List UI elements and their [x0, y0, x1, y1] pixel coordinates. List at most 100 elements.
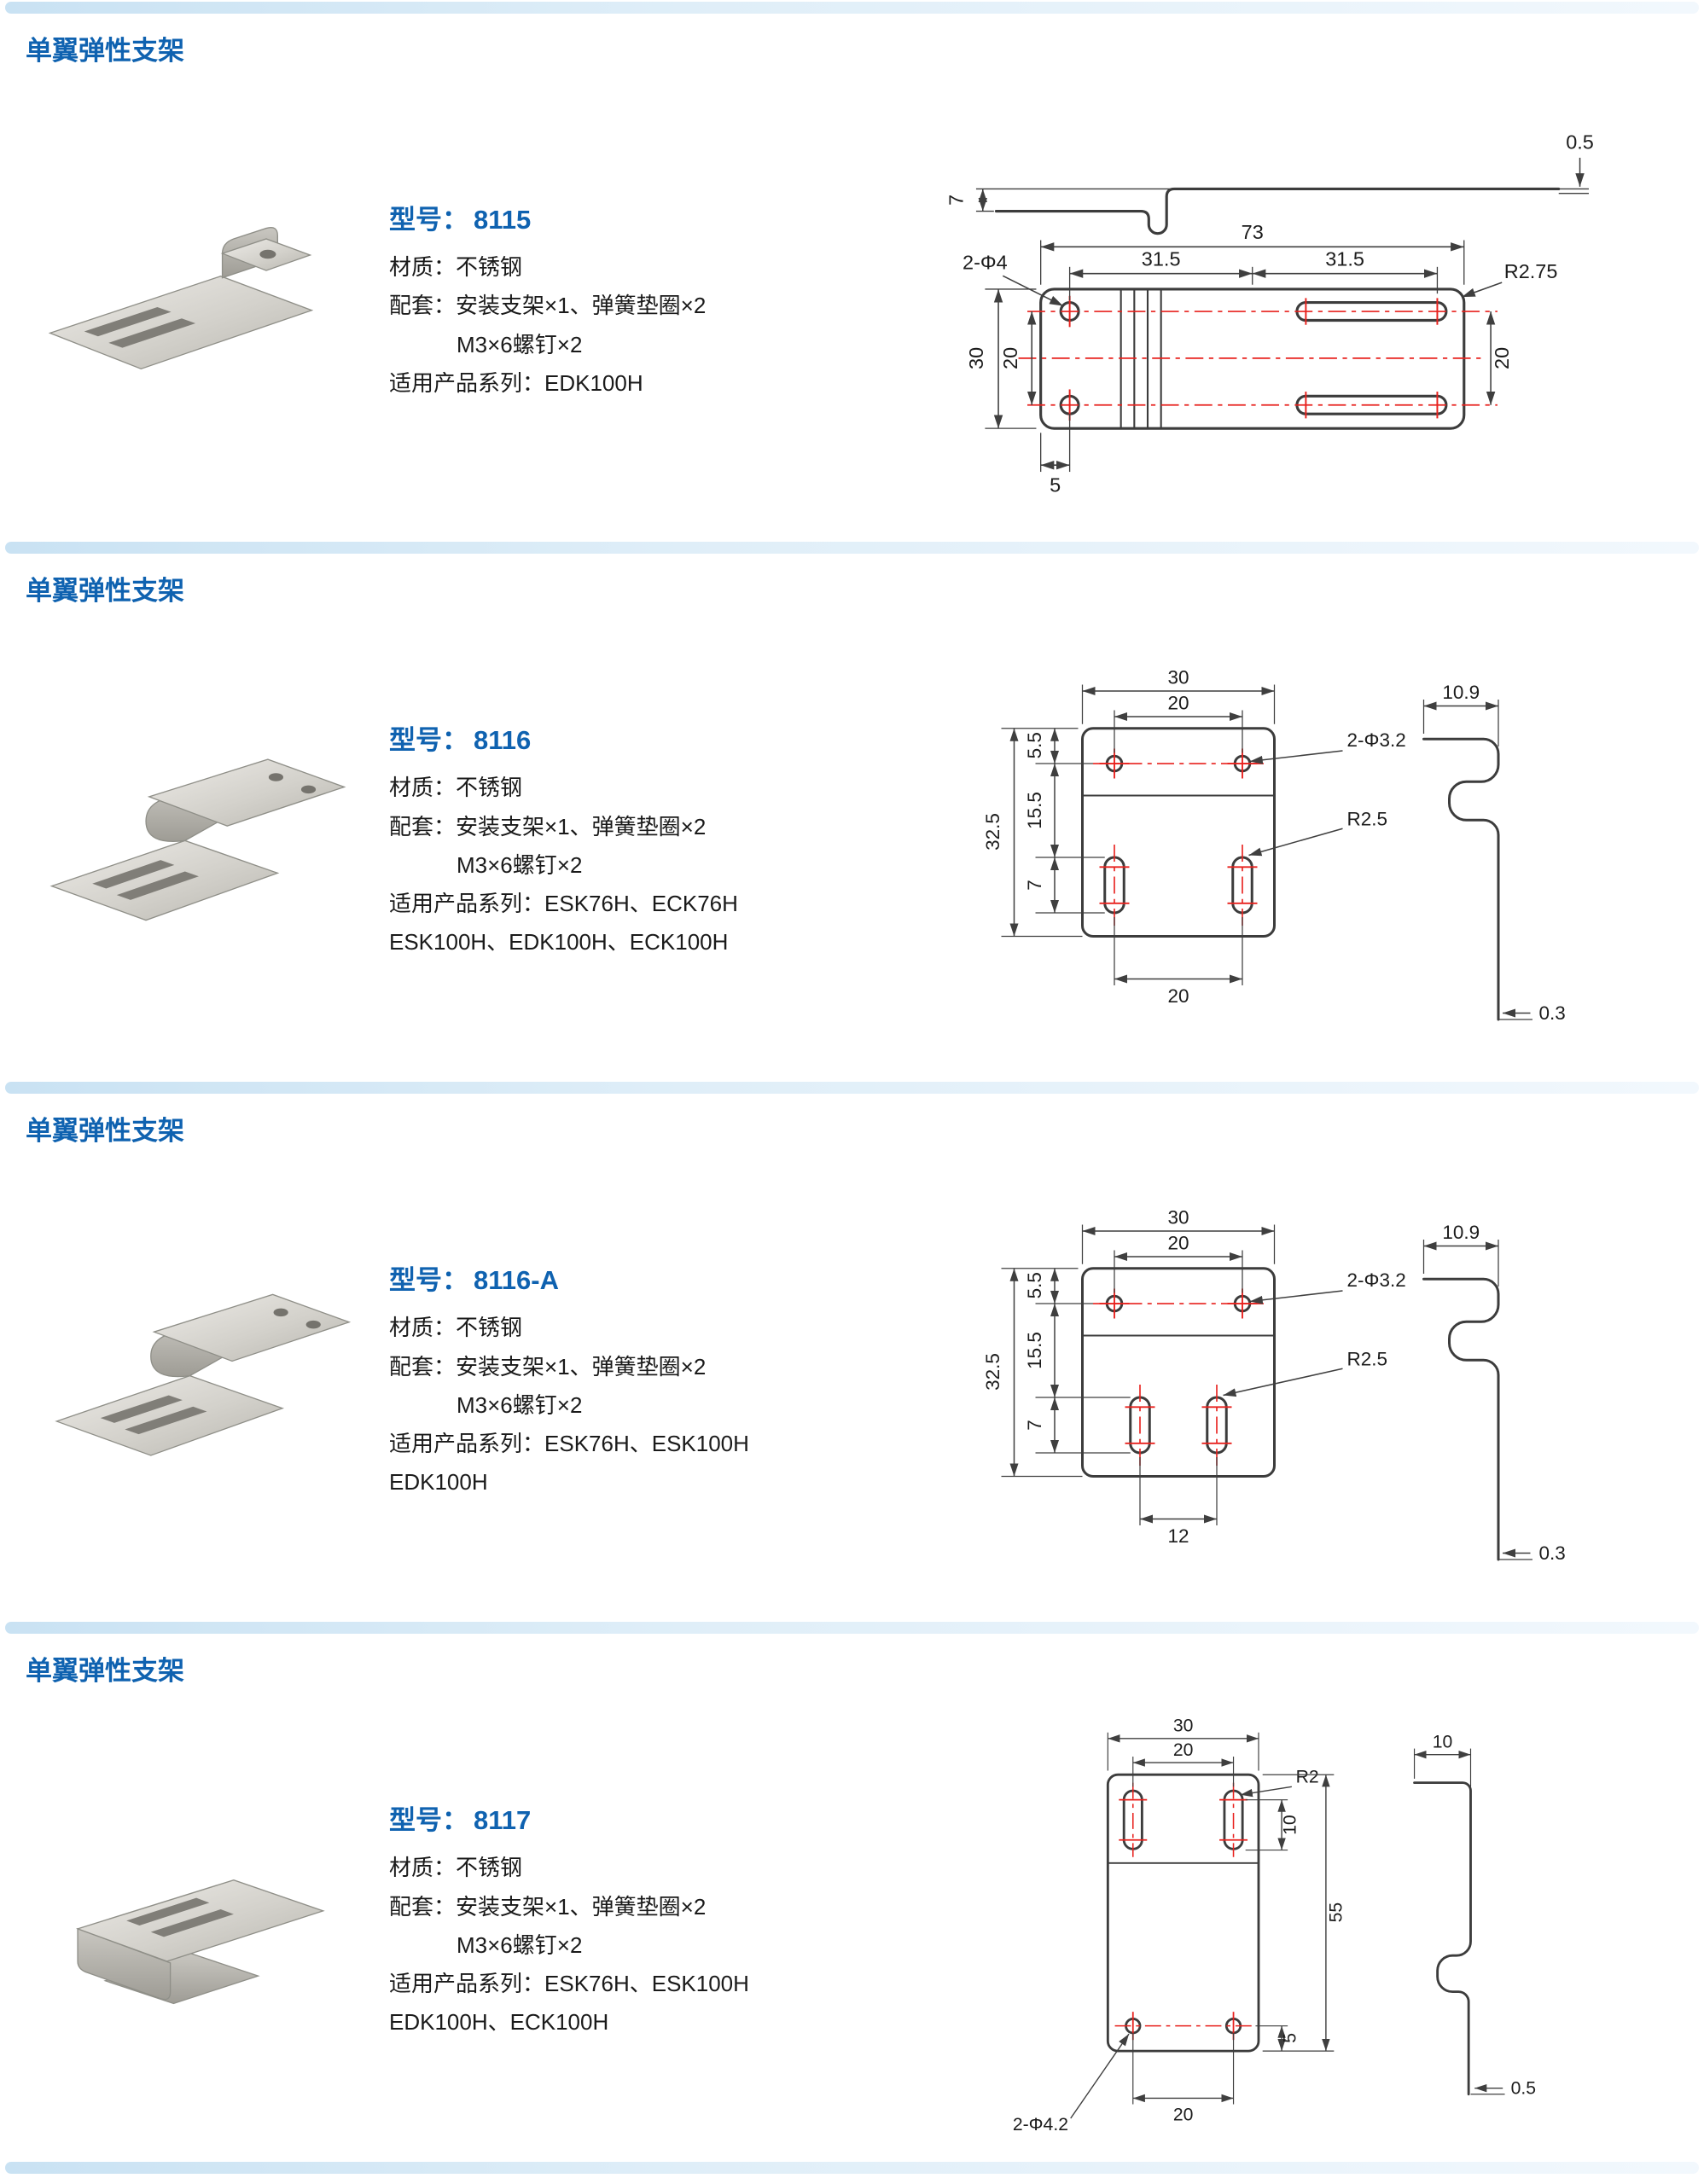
- material-row: 材质：不锈钢: [389, 248, 846, 287]
- dim-corner-radius: R2.75: [1503, 260, 1557, 282]
- technical-drawing-image: 30 20 R2 10 55: [1012, 1716, 1536, 2135]
- dim-top-offset: 5.5: [1023, 732, 1044, 758]
- dim-hole-spacing: 20: [999, 347, 1021, 369]
- accessories-value: 安装支架×1、弹簧垫圈×2: [456, 1353, 707, 1380]
- dimensions: 30 20 R2 10 55: [1012, 1716, 1346, 2135]
- accessories-row: 配套：安装支架×1、弹簧垫圈×2: [389, 287, 846, 325]
- accessories-row-2: M3×6螺钉×2: [389, 1386, 846, 1425]
- dim-mid-offset: 15.5: [1023, 792, 1044, 829]
- material-value: 不锈钢: [456, 1315, 523, 1341]
- accessories-label: 配套：: [389, 1353, 457, 1380]
- dim-hole-spacing: 20: [1172, 1740, 1193, 1760]
- hole-cutout: [268, 772, 283, 781]
- dim-thickness: 0.5: [1510, 2079, 1535, 2099]
- section-content: 型号：8117 材质：不锈钢 配套：安装支架×1、弹簧垫圈×2 M3×6螺钉×2…: [0, 1689, 1704, 2160]
- series-value: ESK76H、ECK76H: [544, 891, 738, 917]
- series-value-2: EDK100H: [389, 1469, 488, 1496]
- series-value: ESK76H、ESK100H: [544, 1971, 749, 1997]
- section-title: 单翼弹性支架: [26, 1116, 184, 1146]
- product-photo: [10, 1807, 386, 2035]
- side-profile-view: 10 0.5: [1412, 1732, 1536, 2099]
- dim-profile-width: 10.9: [1442, 1222, 1480, 1243]
- accessories-row-2: M3×6螺钉×2: [389, 1926, 846, 1965]
- dim-flange-height: 7: [945, 195, 967, 206]
- section-divider-strip: [5, 1082, 1699, 1094]
- technical-drawing-image: 30 20 2-Φ3.2 5.5: [982, 666, 1566, 1024]
- accessories-row: 配套：安装支架×1、弹簧垫圈×2: [389, 1888, 846, 1926]
- model-value: 8116: [474, 725, 532, 756]
- accessories-label: 配套：: [389, 1893, 457, 1920]
- centerlines: [1092, 1288, 1264, 1468]
- slot-cutout: [126, 1897, 210, 1926]
- product-section-2: 单翼弹性支架 型号：8116 材质：不锈钢 配套：安装支架×1、弹簧垫圈×2 M…: [0, 542, 1704, 1080]
- accessories-value: 安装支架×1、弹簧垫圈×2: [456, 813, 707, 839]
- model-value: 8116-A: [474, 1265, 559, 1296]
- accessories-row: 配套：安装支架×1、弹簧垫圈×2: [389, 808, 846, 846]
- centerlines: [1092, 748, 1264, 928]
- series-row-2: ESK100H、EDK100H、ECK100H: [389, 923, 846, 961]
- material-row: 材质：不锈钢: [389, 1309, 846, 1347]
- bracket-flange: [147, 758, 346, 827]
- series-label: 适用产品系列：: [389, 1431, 545, 1457]
- side-profile-view: 7 0.5: [945, 131, 1594, 235]
- hole-cutout: [300, 785, 317, 793]
- model-label: 型号：: [389, 1265, 468, 1296]
- dim-thickness: 0.3: [1538, 1002, 1565, 1024]
- material-label: 材质：: [389, 1855, 457, 1881]
- material-label: 材质：: [389, 254, 457, 281]
- dim-total-height: 32.5: [982, 1353, 1003, 1391]
- dim-width: 30: [1172, 1716, 1193, 1736]
- product-photo-image: [48, 226, 314, 369]
- dim-width: 30: [1167, 666, 1189, 688]
- section-content: 型号：8115 材质：不锈钢 配套：安装支架×1、弹簧垫圈×2 M3×6螺钉×2…: [0, 69, 1704, 540]
- accessories-value-2: M3×6螺钉×2: [457, 331, 583, 357]
- series-row: 适用产品系列：EDK100H: [389, 364, 846, 403]
- technical-drawing-image: 7 0.5: [945, 131, 1594, 496]
- dim-radius: R2.5: [1346, 809, 1387, 830]
- model-value: 8115: [474, 205, 532, 235]
- product-photo-image: [49, 758, 346, 921]
- product-photo: [10, 187, 386, 415]
- hole-cutout: [273, 1308, 288, 1316]
- section-divider-strip: [5, 1622, 1699, 1634]
- dim-radius: R2.5: [1346, 1349, 1387, 1370]
- slot-cutout: [84, 306, 172, 336]
- series-value: EDK100H: [544, 369, 643, 396]
- series-value-2: EDK100H、ECK100H: [389, 2009, 609, 2036]
- dim-top-offset: 5.5: [1023, 1272, 1044, 1298]
- dim-total-height: 32.5: [982, 813, 1003, 851]
- model-row: 型号：8116: [389, 718, 846, 757]
- top-view: 73 31.5 31.5 2-Φ4 R2.75: [962, 221, 1557, 496]
- accessories-value-2: M3×6螺钉×2: [457, 1391, 583, 1418]
- accessories-value-2: M3×6螺钉×2: [457, 1931, 583, 1958]
- dim-holes: 2-Φ3.2: [1346, 1269, 1405, 1291]
- dim-holes: 2-Φ4.2: [1012, 2115, 1067, 2135]
- model-value: 8117: [474, 1805, 532, 1836]
- slot-cutout: [108, 317, 196, 348]
- series-value-2: ESK100H、EDK100H、ECK100H: [389, 929, 729, 956]
- slot-cutout: [92, 859, 175, 889]
- centerlines: [1018, 295, 1498, 421]
- side-profile-view: 10.9 0.3: [1422, 682, 1565, 1024]
- material-row: 材质：不锈钢: [389, 769, 846, 807]
- top-view: 30 20 2-Φ3.2 5.5: [982, 666, 1406, 1007]
- slot-cutout: [100, 1395, 183, 1423]
- material-value: 不锈钢: [456, 1855, 523, 1881]
- series-label: 适用产品系列：: [389, 891, 545, 917]
- series-label: 适用产品系列：: [389, 369, 545, 396]
- section-content: 型号：8116-A 材质：不锈钢 配套：安装支架×1、弹簧垫圈×2 M3×6螺钉…: [0, 1149, 1704, 1620]
- accessories-label: 配套：: [389, 813, 457, 839]
- dim-bottom-spacing: 20: [1172, 2105, 1193, 2124]
- series-label: 适用产品系列：: [389, 1971, 545, 1997]
- dim-holes: 2-Φ3.2: [1346, 729, 1405, 751]
- side-profile-view: 10.9 0.3: [1422, 1222, 1565, 1564]
- accessories-row: 配套：安装支架×1、弹簧垫圈×2: [389, 1348, 846, 1386]
- series-value: ESK76H、ESK100H: [544, 1431, 749, 1457]
- series-row: 适用产品系列：ESK76H、ESK100H: [389, 1965, 846, 2003]
- product-section-1: 单翼弹性支架 型号：8115 材质：不锈钢 配套：安装支架×1、弹簧垫圈×2 M…: [0, 2, 1704, 540]
- dim-width: 30: [1167, 1206, 1189, 1228]
- section-divider-strip: [5, 542, 1699, 554]
- dim-total-height: 55: [1326, 1902, 1346, 1923]
- product-photo-image: [55, 1293, 352, 1456]
- section-title: 单翼弹性支架: [26, 576, 184, 606]
